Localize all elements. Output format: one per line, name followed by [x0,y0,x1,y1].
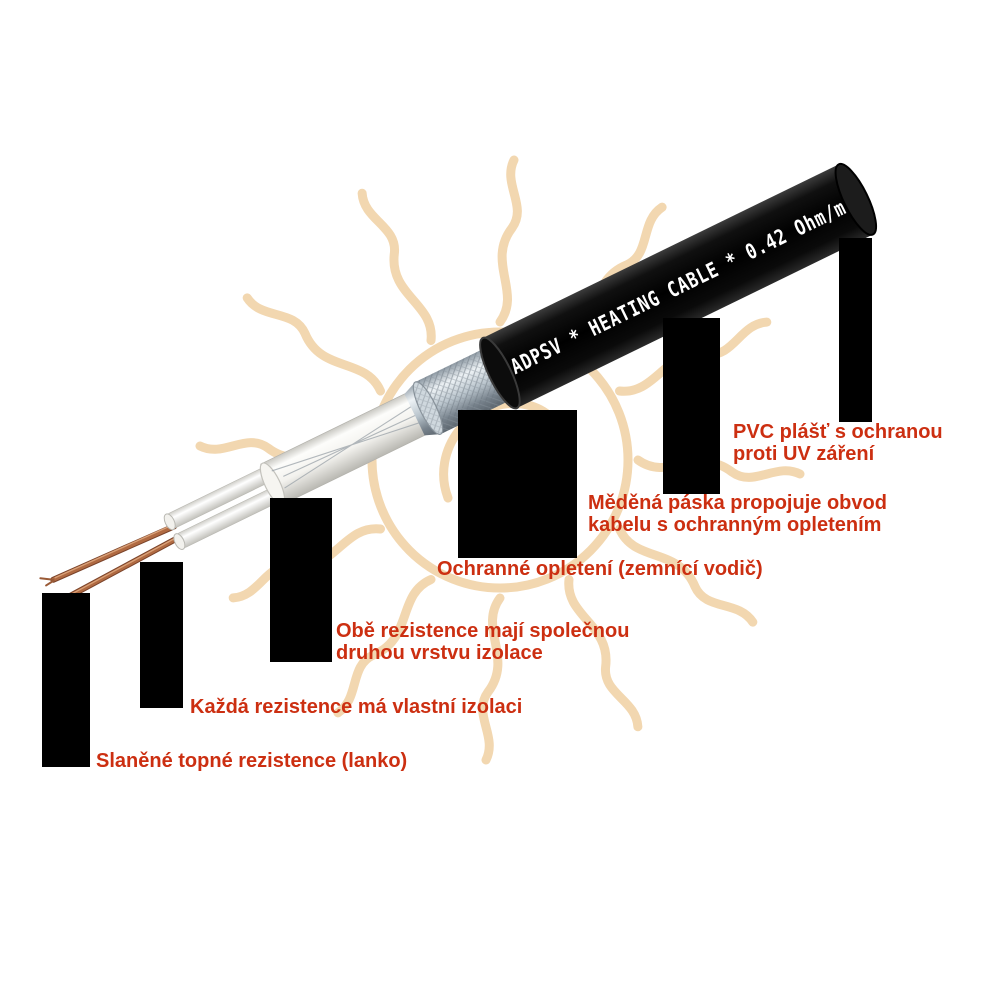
copper-conductors [39,523,183,609]
label-own-insulation: Každá rezistence má vlastní izolaci [190,696,523,718]
leader-pvc [839,238,872,422]
label-copper-tape: Měděná páska propojuje obvod kabelu s oc… [588,492,887,536]
label-shield-braid: Ochranné opletení (zemnící vodič) [437,558,763,580]
label-stranded-conductors: Slaněné topné rezistence (lanko) [96,750,408,772]
leader-common-insulation [270,498,332,662]
leader-stranded-conductors [42,593,90,767]
common-insulation [259,389,435,506]
leader-braid [458,410,577,558]
leader-copper-tape [663,318,720,494]
label-pvc-sheath: PVC plášť s ochranou proti UV záření [733,421,943,465]
leader-own-insulation [140,562,183,708]
label-common-insulation: Obě rezistence mají společnou druhou vrs… [336,620,630,664]
